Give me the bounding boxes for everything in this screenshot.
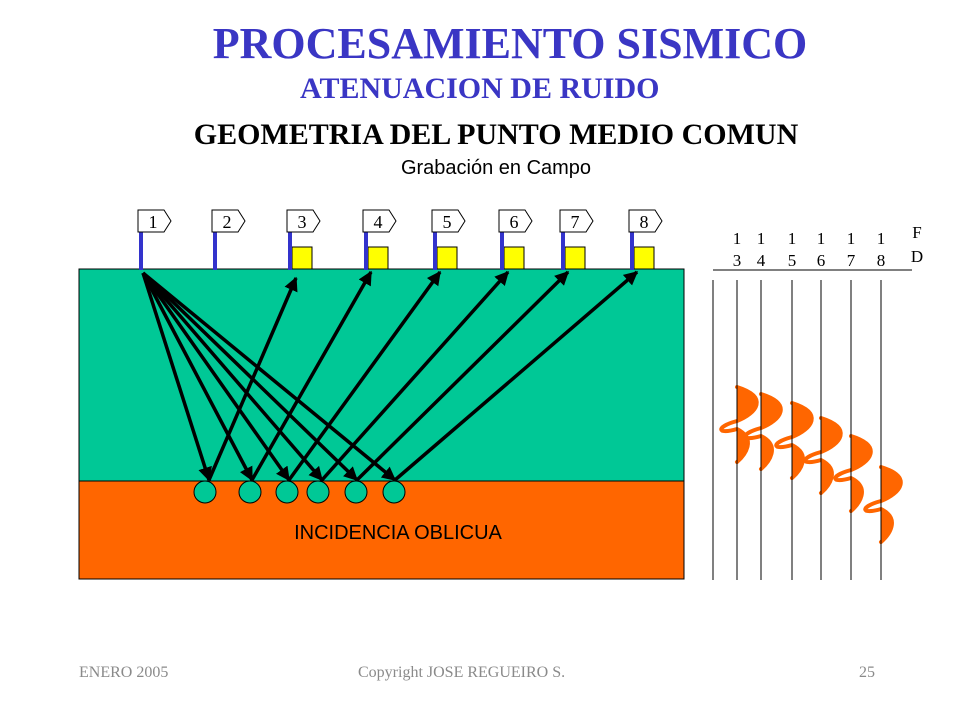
geophone-8: 8 — [628, 209, 663, 270]
upgoing-ray — [287, 270, 442, 482]
trace-label-top: 1 — [817, 229, 826, 248]
trace-13: 13 — [719, 229, 759, 580]
flag — [431, 209, 466, 233]
trace-label-bottom: 4 — [757, 251, 766, 270]
layer-label: INCIDENCIA OBLICUA — [294, 522, 502, 544]
flag — [559, 209, 594, 233]
wavelet-positive — [821, 418, 841, 493]
geophone-6: 6 — [498, 209, 533, 270]
geophone-number: 2 — [223, 212, 232, 232]
wavelet-wiggle — [863, 465, 903, 544]
wavelet-positive — [851, 436, 871, 511]
receiver-box — [633, 246, 655, 270]
receiver-box — [367, 246, 389, 270]
slide-subtitle: ATENUACION DE RUIDO — [300, 72, 660, 105]
section-heading: GEOMETRIA DEL PUNTO MEDIO COMUN — [193, 118, 799, 151]
downgoing-ray — [141, 272, 254, 482]
geophone-number: 5 — [443, 212, 452, 232]
geophone-7: 7 — [559, 209, 594, 270]
geophone-5: 5 — [431, 209, 466, 270]
midpoint-circle — [344, 480, 368, 504]
trace-17: 17 — [833, 229, 873, 580]
ray-pair-8 — [141, 270, 639, 482]
flag — [211, 209, 246, 233]
wavelet-wiggle — [803, 416, 843, 495]
trace-label-top: 1 — [757, 229, 766, 248]
geophone-2: 2 — [211, 209, 246, 270]
wavelet-positive — [792, 403, 812, 478]
wavelet-wiggle — [774, 401, 814, 480]
trace-15: 15 — [774, 229, 814, 580]
ray-pair-5 — [141, 270, 442, 482]
trace-label-top: 1 — [733, 229, 742, 248]
trace-header-bottom: D — [911, 247, 923, 266]
footer-page-number: 25 — [859, 664, 875, 681]
wavelet-positive — [881, 467, 901, 542]
geophone-number: 6 — [510, 212, 519, 232]
trace-label-bottom: 5 — [788, 251, 797, 270]
flag — [498, 209, 533, 233]
lower-layer — [78, 480, 685, 580]
downgoing-ray — [141, 271, 291, 482]
receiver-box — [291, 246, 313, 270]
geophone-group: 1 2 3 4 5 6 7 8 — [137, 209, 663, 270]
geophone-3: 3 — [286, 209, 321, 270]
downgoing-ray — [141, 271, 324, 482]
midpoint-circle — [275, 480, 299, 504]
geophone-number: 8 — [640, 212, 649, 232]
trace-16: 16 — [803, 229, 843, 580]
footer-date: ENERO 2005 — [79, 664, 169, 681]
downgoing-ray — [141, 272, 212, 482]
diagram-caption: Grabación en Campo — [400, 157, 592, 179]
receiver-box — [564, 246, 586, 270]
geophone-number: 3 — [298, 212, 307, 232]
midpoint-circle — [193, 480, 217, 504]
flag — [628, 209, 663, 233]
trace-label-top: 1 — [847, 229, 856, 248]
downgoing-ray — [141, 271, 359, 482]
trace-label-top: 1 — [877, 229, 886, 248]
trace-label-bottom: 6 — [817, 251, 826, 270]
receiver-box — [436, 246, 458, 270]
midpoint-circle — [306, 480, 330, 504]
midpoint-circle — [238, 480, 262, 504]
geophone-number: 4 — [374, 212, 383, 232]
flag — [362, 209, 397, 233]
geophone-1: 1 — [137, 209, 172, 270]
upgoing-ray — [393, 270, 639, 482]
footer-copyright: Copyright JOSE REGUEIRO S. — [358, 664, 566, 681]
trace-label-top: 1 — [788, 229, 797, 248]
trace-label-bottom: 3 — [733, 251, 742, 270]
wavelet-positive — [737, 387, 757, 462]
upgoing-ray — [355, 270, 570, 482]
geophone-number: 7 — [571, 212, 580, 232]
flag — [286, 209, 321, 233]
ray-pair-4 — [141, 270, 373, 482]
wavelet-positive — [761, 394, 781, 469]
trace-label-bottom: 7 — [847, 251, 856, 270]
trace-header-top: F — [912, 223, 921, 242]
wavelet-wiggle — [743, 392, 783, 471]
ray-pair-7 — [141, 270, 570, 482]
receiver-box — [503, 246, 525, 270]
flag — [137, 209, 172, 233]
upgoing-ray — [250, 270, 373, 481]
wavelet-wiggle — [833, 434, 873, 513]
midpoint-circle — [382, 480, 406, 504]
trace-14: 14 — [743, 229, 783, 580]
trace-18: 18 — [863, 229, 903, 580]
ray-paths — [141, 270, 639, 482]
midpoint-group — [193, 480, 406, 504]
trace-label-bottom: 8 — [877, 251, 886, 270]
downgoing-ray — [141, 271, 397, 482]
slide-title: PROCESAMIENTO SISMICO — [212, 19, 808, 68]
geophone-4: 4 — [362, 209, 397, 270]
geophone-number: 1 — [149, 212, 158, 232]
wavelet-wiggle — [719, 385, 759, 464]
